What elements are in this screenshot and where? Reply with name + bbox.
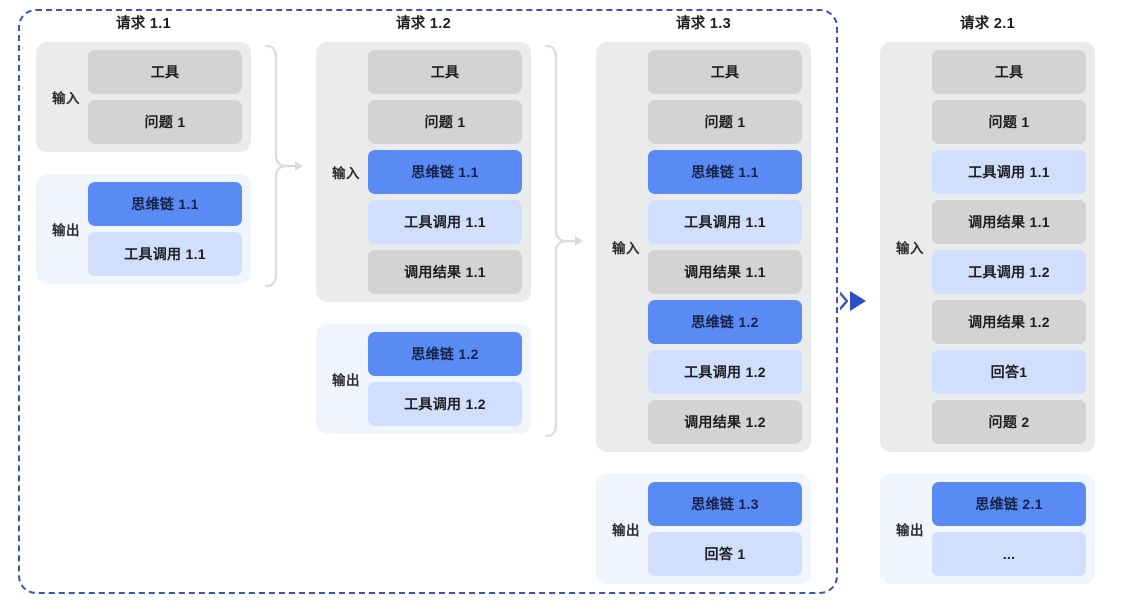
context-item[interactable]: 调用结果 1.1 <box>932 200 1086 244</box>
context-item[interactable]: 回答1 <box>932 350 1086 394</box>
context-item[interactable]: 工具 <box>88 50 242 94</box>
request-column: 请求 1.1 输入工具问题 1 输出思维链 1.1 工具调用 1.1 <box>36 14 251 284</box>
group-label: 输入 <box>612 241 640 256</box>
context-item[interactable]: 问题 1 <box>648 100 802 144</box>
group-label: 输入 <box>332 166 360 181</box>
context-item[interactable]: 回答 1 <box>648 532 802 576</box>
column-title: 请求 1.2 <box>396 16 451 32</box>
connector-brace-2 <box>542 44 588 438</box>
context-item[interactable]: 工具调用 1.1 <box>88 232 242 276</box>
context-item[interactable]: 思维链 1.1 <box>88 182 242 226</box>
context-item[interactable]: 工具 <box>368 50 522 94</box>
context-item[interactable]: 问题 1 <box>88 100 242 144</box>
connector-blue-arrow <box>838 286 874 316</box>
context-item[interactable]: 工具 <box>932 50 1086 94</box>
group-input: 输入工具问题 1 <box>36 42 251 152</box>
context-item[interactable]: 思维链 1.1 <box>368 150 522 194</box>
group-item-list: 工具问题 1 思维链 1.1 工具调用 1.1 调用结果 1.1 思维链 1.2 工具调用… <box>648 50 802 444</box>
group-input: 输入 工具问题 1 工具调用 1.1 调用结果 1.1 工具调用 1.2 调用结果 1.2… <box>880 42 1095 452</box>
context-item[interactable]: 问题 1 <box>368 100 522 144</box>
column-body: 输入 工具问题 1 思维链 1.1 工具调用 1.1 调用结果 1.1 输出思维链 1.2… <box>316 42 531 434</box>
context-item[interactable]: 问题 2 <box>932 400 1086 444</box>
context-item[interactable]: 工具调用 1.2 <box>368 382 522 426</box>
group-item-list: 工具问题 1 <box>88 50 242 144</box>
column-title: 请求 2.1 <box>960 16 1015 32</box>
group-label: 输入 <box>896 241 924 256</box>
context-item[interactable]: 调用结果 1.1 <box>648 250 802 294</box>
column-title: 请求 1.3 <box>676 16 731 32</box>
context-item[interactable]: 问题 1 <box>932 100 1086 144</box>
group-label: 输出 <box>332 373 360 388</box>
context-item[interactable]: 工具调用 1.1 <box>932 150 1086 194</box>
group-input: 输入 工具问题 1 思维链 1.1 工具调用 1.1 调用结果 1.1 <box>316 42 531 302</box>
context-item[interactable]: 工具调用 1.2 <box>932 250 1086 294</box>
context-item[interactable]: 工具调用 1.1 <box>368 200 522 244</box>
request-column: 请求 2.1 输入 工具问题 1 工具调用 1.1 调用结果 1.1 工具调用 1.2 调用… <box>880 14 1095 584</box>
context-item[interactable]: 思维链 1.2 <box>648 300 802 344</box>
column-body: 输入 工具问题 1 工具调用 1.1 调用结果 1.1 工具调用 1.2 调用结果 1.2… <box>880 42 1095 584</box>
column-title: 请求 1.1 <box>116 16 171 32</box>
group-label: 输出 <box>52 223 80 238</box>
context-item[interactable]: 调用结果 1.2 <box>932 300 1086 344</box>
context-item[interactable]: 思维链 1.1 <box>648 150 802 194</box>
context-item[interactable]: 调用结果 1.1 <box>368 250 522 294</box>
group-item-list: 思维链 1.3 回答 1 <box>648 482 802 576</box>
context-item[interactable]: 思维链 1.2 <box>368 332 522 376</box>
group-output: 输出思维链 2.1... <box>880 474 1095 584</box>
group-item-list: 工具问题 1 思维链 1.1 工具调用 1.1 调用结果 1.1 <box>368 50 522 294</box>
request-column: 请求 1.2 输入 工具问题 1 思维链 1.1 工具调用 1.1 调用结果 1.1 输出思… <box>316 14 531 434</box>
group-item-list: 思维链 2.1... <box>932 482 1086 576</box>
connector-brace-1 <box>262 44 308 288</box>
group-label: 输入 <box>52 91 80 106</box>
group-output: 输出思维链 1.1 工具调用 1.1 <box>36 174 251 284</box>
column-body: 输入工具问题 1 输出思维链 1.1 工具调用 1.1 <box>36 42 251 284</box>
group-item-list: 思维链 1.1 工具调用 1.1 <box>88 182 242 276</box>
group-output: 输出思维链 1.3 回答 1 <box>596 474 811 584</box>
group-label: 输出 <box>896 523 924 538</box>
context-item[interactable]: 思维链 1.3 <box>648 482 802 526</box>
context-item[interactable]: 工具调用 1.1 <box>648 200 802 244</box>
context-item[interactable]: 调用结果 1.2 <box>648 400 802 444</box>
context-item[interactable]: ... <box>932 532 1086 576</box>
group-item-list: 思维链 1.2 工具调用 1.2 <box>368 332 522 426</box>
context-item[interactable]: 工具 <box>648 50 802 94</box>
context-item[interactable]: 工具调用 1.2 <box>648 350 802 394</box>
group-item-list: 工具问题 1 工具调用 1.1 调用结果 1.1 工具调用 1.2 调用结果 1.2 回答… <box>932 50 1086 444</box>
context-item[interactable]: 思维链 2.1 <box>932 482 1086 526</box>
group-label: 输出 <box>612 523 640 538</box>
group-output: 输出思维链 1.2 工具调用 1.2 <box>316 324 531 434</box>
request-column: 请求 1.3 输入 工具问题 1 思维链 1.1 工具调用 1.1 调用结果 1.1 思维链… <box>596 14 811 584</box>
